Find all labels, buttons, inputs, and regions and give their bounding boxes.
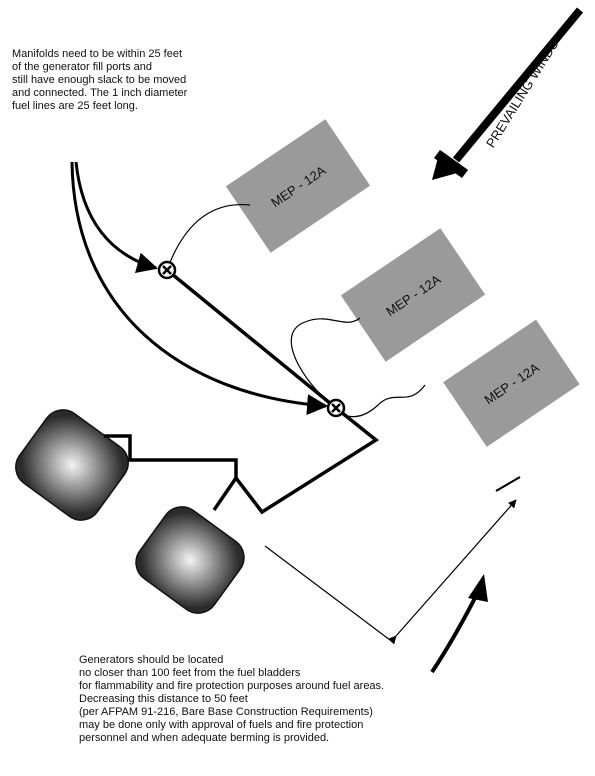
manifold-note-line: fuel lines are 25 feet long.	[12, 100, 138, 112]
manifold-note-line: still have enough slack to be moved	[12, 74, 187, 86]
fuel-bladder-1	[15, 409, 129, 521]
fuel-bladder-2	[135, 506, 245, 614]
manifold-note-line: Manifolds need to be within 25 feet	[12, 48, 183, 60]
manifold-note-line: and connected. The 1 inch diameter	[12, 87, 188, 99]
generator-3: MEP - 12A	[443, 319, 580, 447]
manifold-1	[157, 260, 177, 280]
distance-dimension	[264, 476, 521, 645]
prevailing-winds-label: PREVAILING WINDS	[483, 37, 562, 150]
manifold-note-line: of the generator fill ports and	[12, 61, 153, 73]
generator-note-line: Generators should be located	[79, 654, 224, 666]
generator-note-line: (per AFPAM 91-216, Bare Base Constructio…	[79, 706, 373, 718]
generator-note-line: for flammability and fire protection pur…	[79, 680, 385, 692]
prevailing-winds-arrow: PREVAILING WINDS	[432, 7, 584, 180]
fuel-piping	[104, 268, 380, 515]
generator-1: MEP - 12A	[225, 119, 371, 253]
manifold-2	[326, 398, 346, 418]
fuel-hoses	[166, 204, 426, 418]
generator-2: MEP - 12A	[340, 228, 486, 362]
generator-note-line: Decreasing this distance to 50 feet	[79, 693, 248, 705]
bottom-pointer-arrow	[430, 574, 488, 674]
generator-note-line: may be done only with approval of fuels …	[79, 719, 364, 731]
pointer-arrows	[70, 161, 329, 416]
generator-note-line: no closer than 100 feet from the fuel bl…	[79, 667, 301, 679]
generator-note-line: personnel and when adequate berming is p…	[79, 732, 330, 744]
